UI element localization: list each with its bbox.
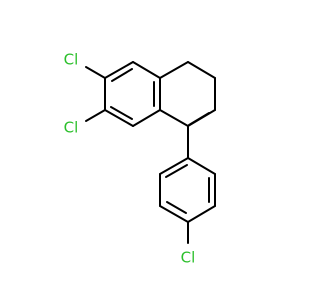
bond-b3-b4	[187, 205, 216, 223]
bond-a1-a2	[104, 61, 134, 79]
bond-a6-a1	[132, 61, 161, 79]
double-bond-lower-2	[166, 201, 187, 214]
cl-middle-label: Cl	[64, 119, 79, 137]
bond-b4-b5	[159, 205, 189, 223]
structure-diagram: Cl Cl Cl	[64, 51, 216, 267]
double-bond-inner-2	[110, 106, 133, 120]
cl-bottom-label: Cl	[181, 249, 196, 267]
bond-cl-top	[85, 66, 106, 79]
double-bond-inner-1	[111, 68, 133, 82]
double-bond-lower-3	[165, 164, 188, 178]
bond-a3-a4	[104, 109, 134, 127]
bond-a4-a5	[132, 109, 161, 127]
bond-ring-top-left	[159, 61, 189, 79]
molecule-canvas: Cl Cl Cl	[64, 51, 216, 267]
bond-b6-b1	[159, 157, 189, 175]
cl-top-label: Cl	[64, 51, 79, 69]
bond-cl-middle	[85, 109, 106, 122]
bond-ring-bottom-left	[159, 109, 189, 127]
bond-b1-b2	[187, 157, 216, 175]
double-bond-ring-inner	[188, 112, 210, 126]
bond-ring-top-right	[187, 61, 216, 79]
